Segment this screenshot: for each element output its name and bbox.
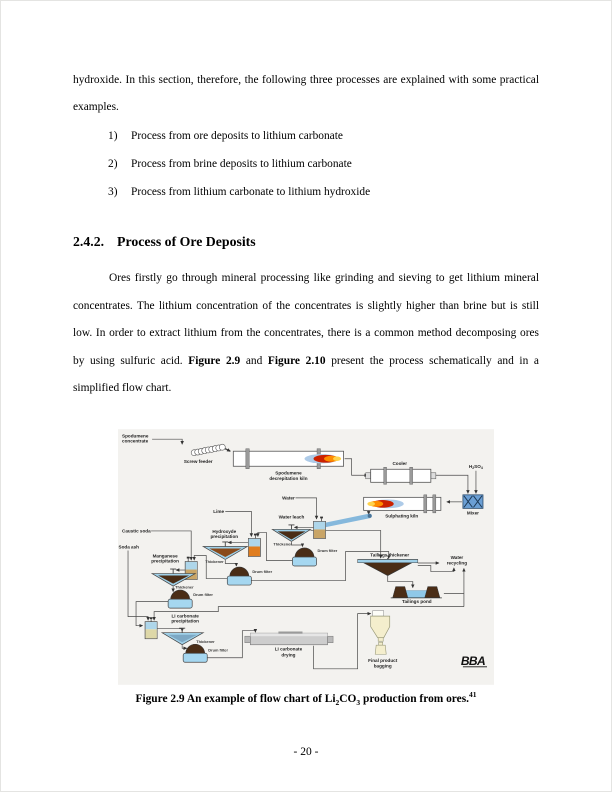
list-item-number: 3) [108, 186, 118, 198]
list-item: 3) Process from lithium carbonate to lit… [108, 178, 539, 206]
thickener-water-layer [357, 558, 419, 563]
kiln-flame-icon [367, 501, 375, 506]
body-text-segment: Ores firstly go through mineral processi… [73, 272, 539, 367]
water-recycling-label: Water [451, 555, 464, 560]
list-item-text: Process from ore deposits to lithium car… [131, 130, 343, 142]
thickener-hydroxide [201, 541, 249, 560]
intro-paragraph: hydroxide. In this section, therefore, t… [73, 74, 539, 113]
li-carbonate-precipitation-label: Li carbonate [171, 613, 199, 618]
li-carbonate-precipitation-tank [144, 616, 158, 639]
caption-text-segment: production from ores. [360, 692, 469, 705]
final-product-bagging-label: Final product [368, 657, 398, 662]
ore-process-flowchart: Spodumene concentrate Screw feeder Spodu… [118, 428, 494, 685]
caption-subscript: 2 [335, 697, 340, 707]
li-carbonate-drying-label: drying [281, 652, 295, 657]
decrepitation-kiln-label: Spodumene [275, 470, 302, 475]
list-item: 2) Process from brine deposits to lithiu… [108, 150, 539, 178]
section-title: Process of Ore Deposits [117, 234, 256, 249]
thickener-manganese [150, 568, 197, 586]
figure-2-9-reference: Figure 2.9 [188, 354, 241, 367]
thickener-li-carbonate [160, 627, 205, 645]
cooler [365, 466, 437, 485]
water-leach-label: Water leach [279, 514, 305, 519]
list-item: 1) Process from ore deposits to lithium … [108, 122, 539, 150]
bagging-hopper [370, 609, 391, 655]
drum-filter-label: Drum filter [252, 569, 272, 574]
kiln-flame-icon [333, 456, 342, 461]
drum-filter-li-carbonate [182, 643, 208, 663]
caustic-soda-label: Caustic soda [122, 528, 151, 533]
figure-labels: Spodumene concentrate Screw feeder Spodu… [119, 433, 483, 668]
tailings-thickener [357, 557, 419, 576]
caption-subscript: 3 [356, 697, 361, 707]
soda-ash-label: Soda ash [119, 544, 140, 549]
li-carbonate-drying-label: Li carbonate [275, 646, 303, 651]
page-number: - 20 - [293, 746, 319, 758]
h2so4-label: H2SO4 [469, 463, 483, 469]
final-product-bagging-label: bagging [374, 663, 392, 668]
screw-feeder [190, 443, 226, 456]
product-bag-icon [374, 644, 387, 655]
hydroxide-precipitation-tank [247, 533, 261, 557]
drum-filter-label: Drum filter [208, 647, 228, 652]
figure-caption: Figure 2.9 An example of flow chart of L… [73, 690, 539, 707]
flow-lines [127, 438, 478, 669]
decrepitation-kiln-label: decrepitation kiln [269, 475, 307, 480]
list-item-text: Process from brine deposits to lithium c… [131, 158, 352, 170]
figure: Spodumene concentrate Screw feeder Spodu… [73, 428, 539, 685]
sulphating-kiln-label: Sulphating kiln [385, 513, 418, 518]
section-number: 2.4.2. [73, 234, 105, 249]
hopper-body [370, 615, 391, 638]
drum-filter-label: Drum filter [318, 547, 338, 552]
process-list: 1) Process from ore deposits to lithium … [108, 122, 539, 206]
drum-filter-label: Drum filter [193, 592, 213, 597]
manganese-precipitation-label: Manganese [153, 553, 179, 558]
decrepitation-kiln [232, 448, 345, 469]
water-leach-tank [313, 516, 326, 539]
thickener-label: Thickener [196, 639, 215, 644]
section-heading: 2.4.2. Process of Ore Deposits [73, 234, 539, 250]
drum-filter-hydroxide [226, 566, 252, 585]
spodumene-concentrate-label: Spodumene [122, 433, 149, 438]
hydroxide-precipitation-label: precipitation [210, 533, 238, 538]
thickener-leach [271, 523, 312, 542]
thickener-label: Thickener [273, 541, 292, 546]
caption-text-segment: CO [339, 692, 357, 705]
list-item-number: 2) [108, 158, 118, 170]
body-text-segment: present the process schematically and in… [73, 354, 539, 395]
tank-contents [248, 545, 260, 556]
thickener-label: Thickener [205, 559, 224, 564]
manganese-precipitation-label: precipitation [151, 558, 179, 563]
thickener-label: Thickener [175, 584, 194, 589]
mixer [462, 493, 484, 509]
list-item-text: Process from lithium carbonate to lithiu… [131, 186, 371, 198]
body-paragraph: Ores firstly go through mineral processi… [73, 265, 539, 403]
li-carbonate-dryer [244, 630, 334, 645]
lime-label: Lime [213, 508, 224, 513]
mixer-label: Mixer [467, 510, 479, 515]
caption-footnote-reference: 41 [469, 689, 477, 699]
body-text-segment: and [240, 354, 268, 367]
water-label: Water [282, 495, 295, 500]
drum-filter-manganese [167, 589, 193, 608]
bba-logo-text: BBA [461, 653, 485, 667]
mixer-box [462, 493, 484, 509]
list-item-number: 1) [108, 130, 118, 142]
bba-logo: BBA [461, 653, 487, 667]
li-carbonate-precipitation-label: precipitation [171, 618, 199, 623]
caption-text-segment: Figure 2.9 An example of flow chart of L… [135, 692, 336, 705]
figure-2-10-reference: Figure 2.10 [267, 354, 326, 367]
drum-filter-leach [292, 547, 317, 566]
hydroxide-precipitation-label: Hydroxyde [212, 528, 236, 533]
cooler-label: Cooler [392, 460, 407, 465]
water-recycling-label: recycling [447, 560, 467, 565]
screw-feeder-label: Screw feeder [184, 459, 213, 464]
tailings-pond [390, 585, 442, 598]
tailings-pond-label: Tailings pond [402, 599, 432, 604]
sulphating-kiln [363, 494, 442, 513]
tailings-thickener-label: Tailings thickener [370, 552, 409, 557]
spodumene-concentrate-label: concentrate [122, 438, 149, 443]
